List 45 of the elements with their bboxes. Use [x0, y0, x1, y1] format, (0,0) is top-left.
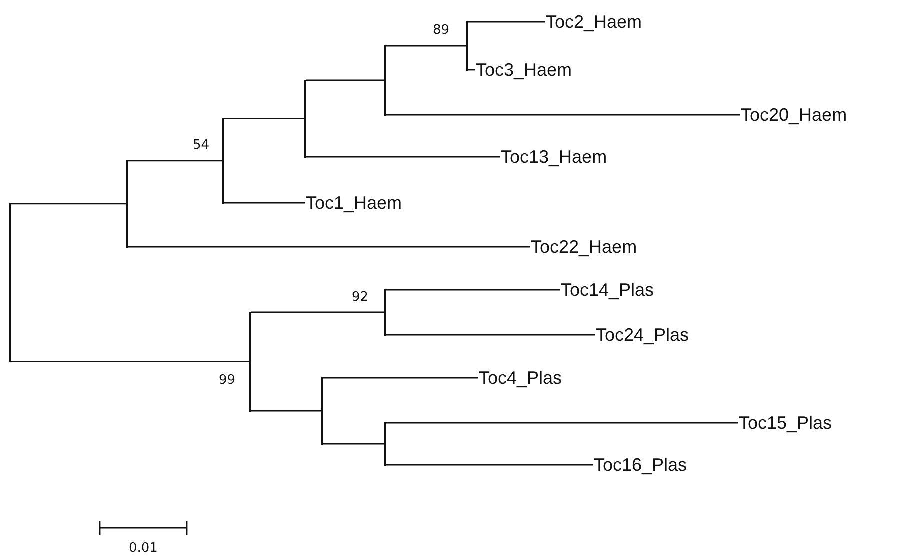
taxon-label: Toc22_Haem [531, 237, 638, 257]
tree-branch [251, 410, 322, 412]
branch-node-line [384, 289, 386, 336]
branch-node-line [384, 422, 386, 466]
bootstrap-value: 89 [433, 24, 450, 38]
branch-node-line [249, 312, 251, 412]
taxon-label: Toc2_Haem [546, 12, 642, 32]
bootstrap-value: 54 [193, 138, 210, 153]
taxon-label: Toc4_Plas [479, 368, 562, 388]
tree-branch [468, 21, 545, 23]
taxon-label: Toc16_Plas [594, 455, 688, 475]
tree-branch [11, 361, 250, 362]
branch-node-line [321, 377, 323, 445]
tree-branch [306, 80, 385, 82]
tree-branch [386, 464, 593, 466]
tree-branch [386, 289, 560, 291]
tree-branch [11, 203, 127, 205]
tree-branch [224, 202, 305, 204]
tree-branch [386, 45, 467, 47]
branch-node-line [9, 203, 11, 362]
tree-branch [251, 312, 385, 314]
taxon-label: Toc13_Haem [501, 147, 608, 167]
tree-branch [224, 118, 305, 120]
taxon-label: Toc24_Plas [596, 325, 690, 345]
bootstrap-value: 99 [219, 374, 236, 388]
tree-branch [386, 334, 595, 336]
tree-branch [128, 246, 530, 248]
tree-branch [128, 160, 223, 162]
taxon-label: Toc20_Haem [741, 105, 848, 125]
branch-node-line [384, 45, 386, 116]
tree-branch [386, 422, 738, 424]
bootstrap-value: 92 [352, 290, 369, 304]
taxon-label: Toc1_Haem [306, 193, 402, 213]
scale-value: 0.01 [129, 542, 158, 556]
tree-branch [386, 114, 740, 116]
branch-node-line [304, 80, 306, 158]
tree-branch [323, 443, 385, 445]
branch-node-line [126, 160, 128, 248]
taxon-label: Toc3_Haem [476, 60, 572, 80]
tree-branch [323, 377, 478, 379]
branch-node-line [466, 21, 468, 71]
branch-node-line [222, 118, 224, 204]
tree-branch [306, 156, 500, 158]
taxon-label: Toc14_Plas [561, 280, 654, 300]
taxon-label: Toc15_Plas [739, 413, 832, 433]
